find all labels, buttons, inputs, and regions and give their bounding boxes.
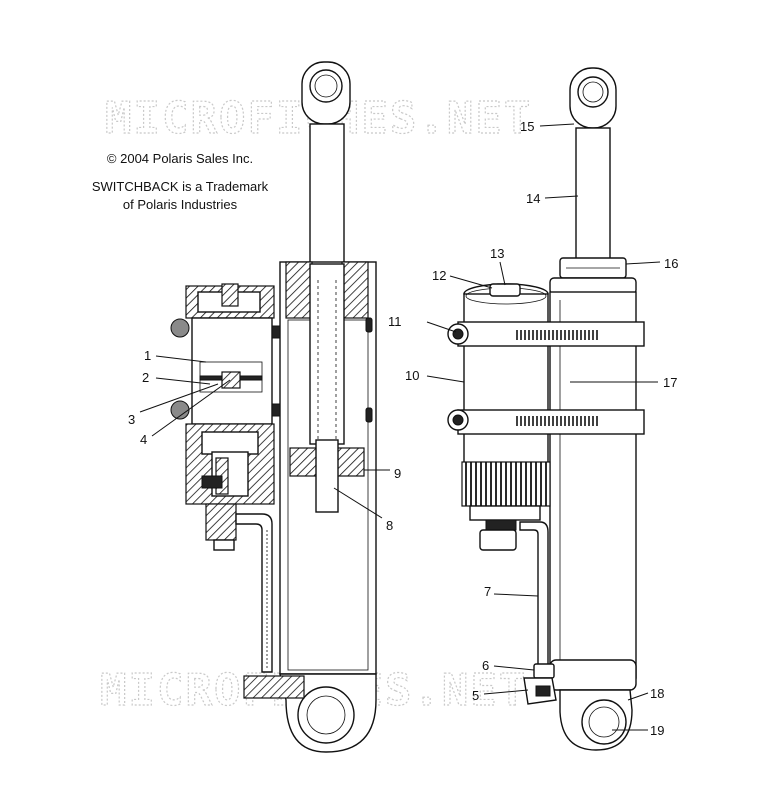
callout-14: 14	[526, 191, 540, 206]
callout-15: 15	[520, 119, 534, 134]
leader-lines	[139, 123, 661, 731]
callout-19: 19	[650, 723, 664, 738]
trademark-line-1: SWITCHBACK is a Trademark	[91, 179, 269, 194]
callout-11: 11	[388, 314, 402, 329]
copyright-line: © 2004 Polaris Sales Inc.	[106, 151, 254, 166]
callout-4: 4	[140, 432, 147, 447]
callout-9: 9	[394, 466, 401, 481]
callout-labels: 1 2 3 4 5 6 7 8 9 10 11 12 13 14 15 16 1…	[128, 119, 678, 738]
callout-8: 8	[386, 518, 393, 533]
callout-7: 7	[484, 584, 491, 599]
callout-12: 12	[432, 268, 446, 283]
trademark-line-2: of Polaris Industries	[122, 197, 238, 212]
callout-10: 10	[405, 368, 419, 383]
callout-18: 18	[650, 686, 664, 701]
callout-2: 2	[142, 370, 149, 385]
callout-3: 3	[128, 412, 135, 427]
callout-16: 16	[664, 256, 678, 271]
callout-17: 17	[663, 375, 677, 390]
cutaway-shock-view	[170, 61, 377, 753]
callout-1: 1	[144, 348, 151, 363]
copyright-notice: © 2004 Polaris Sales Inc. SWITCHBACK is …	[80, 150, 280, 214]
callout-5: 5	[472, 688, 479, 703]
callout-13: 13	[490, 246, 504, 261]
exterior-shock-view	[447, 67, 645, 751]
callout-6: 6	[482, 658, 489, 673]
